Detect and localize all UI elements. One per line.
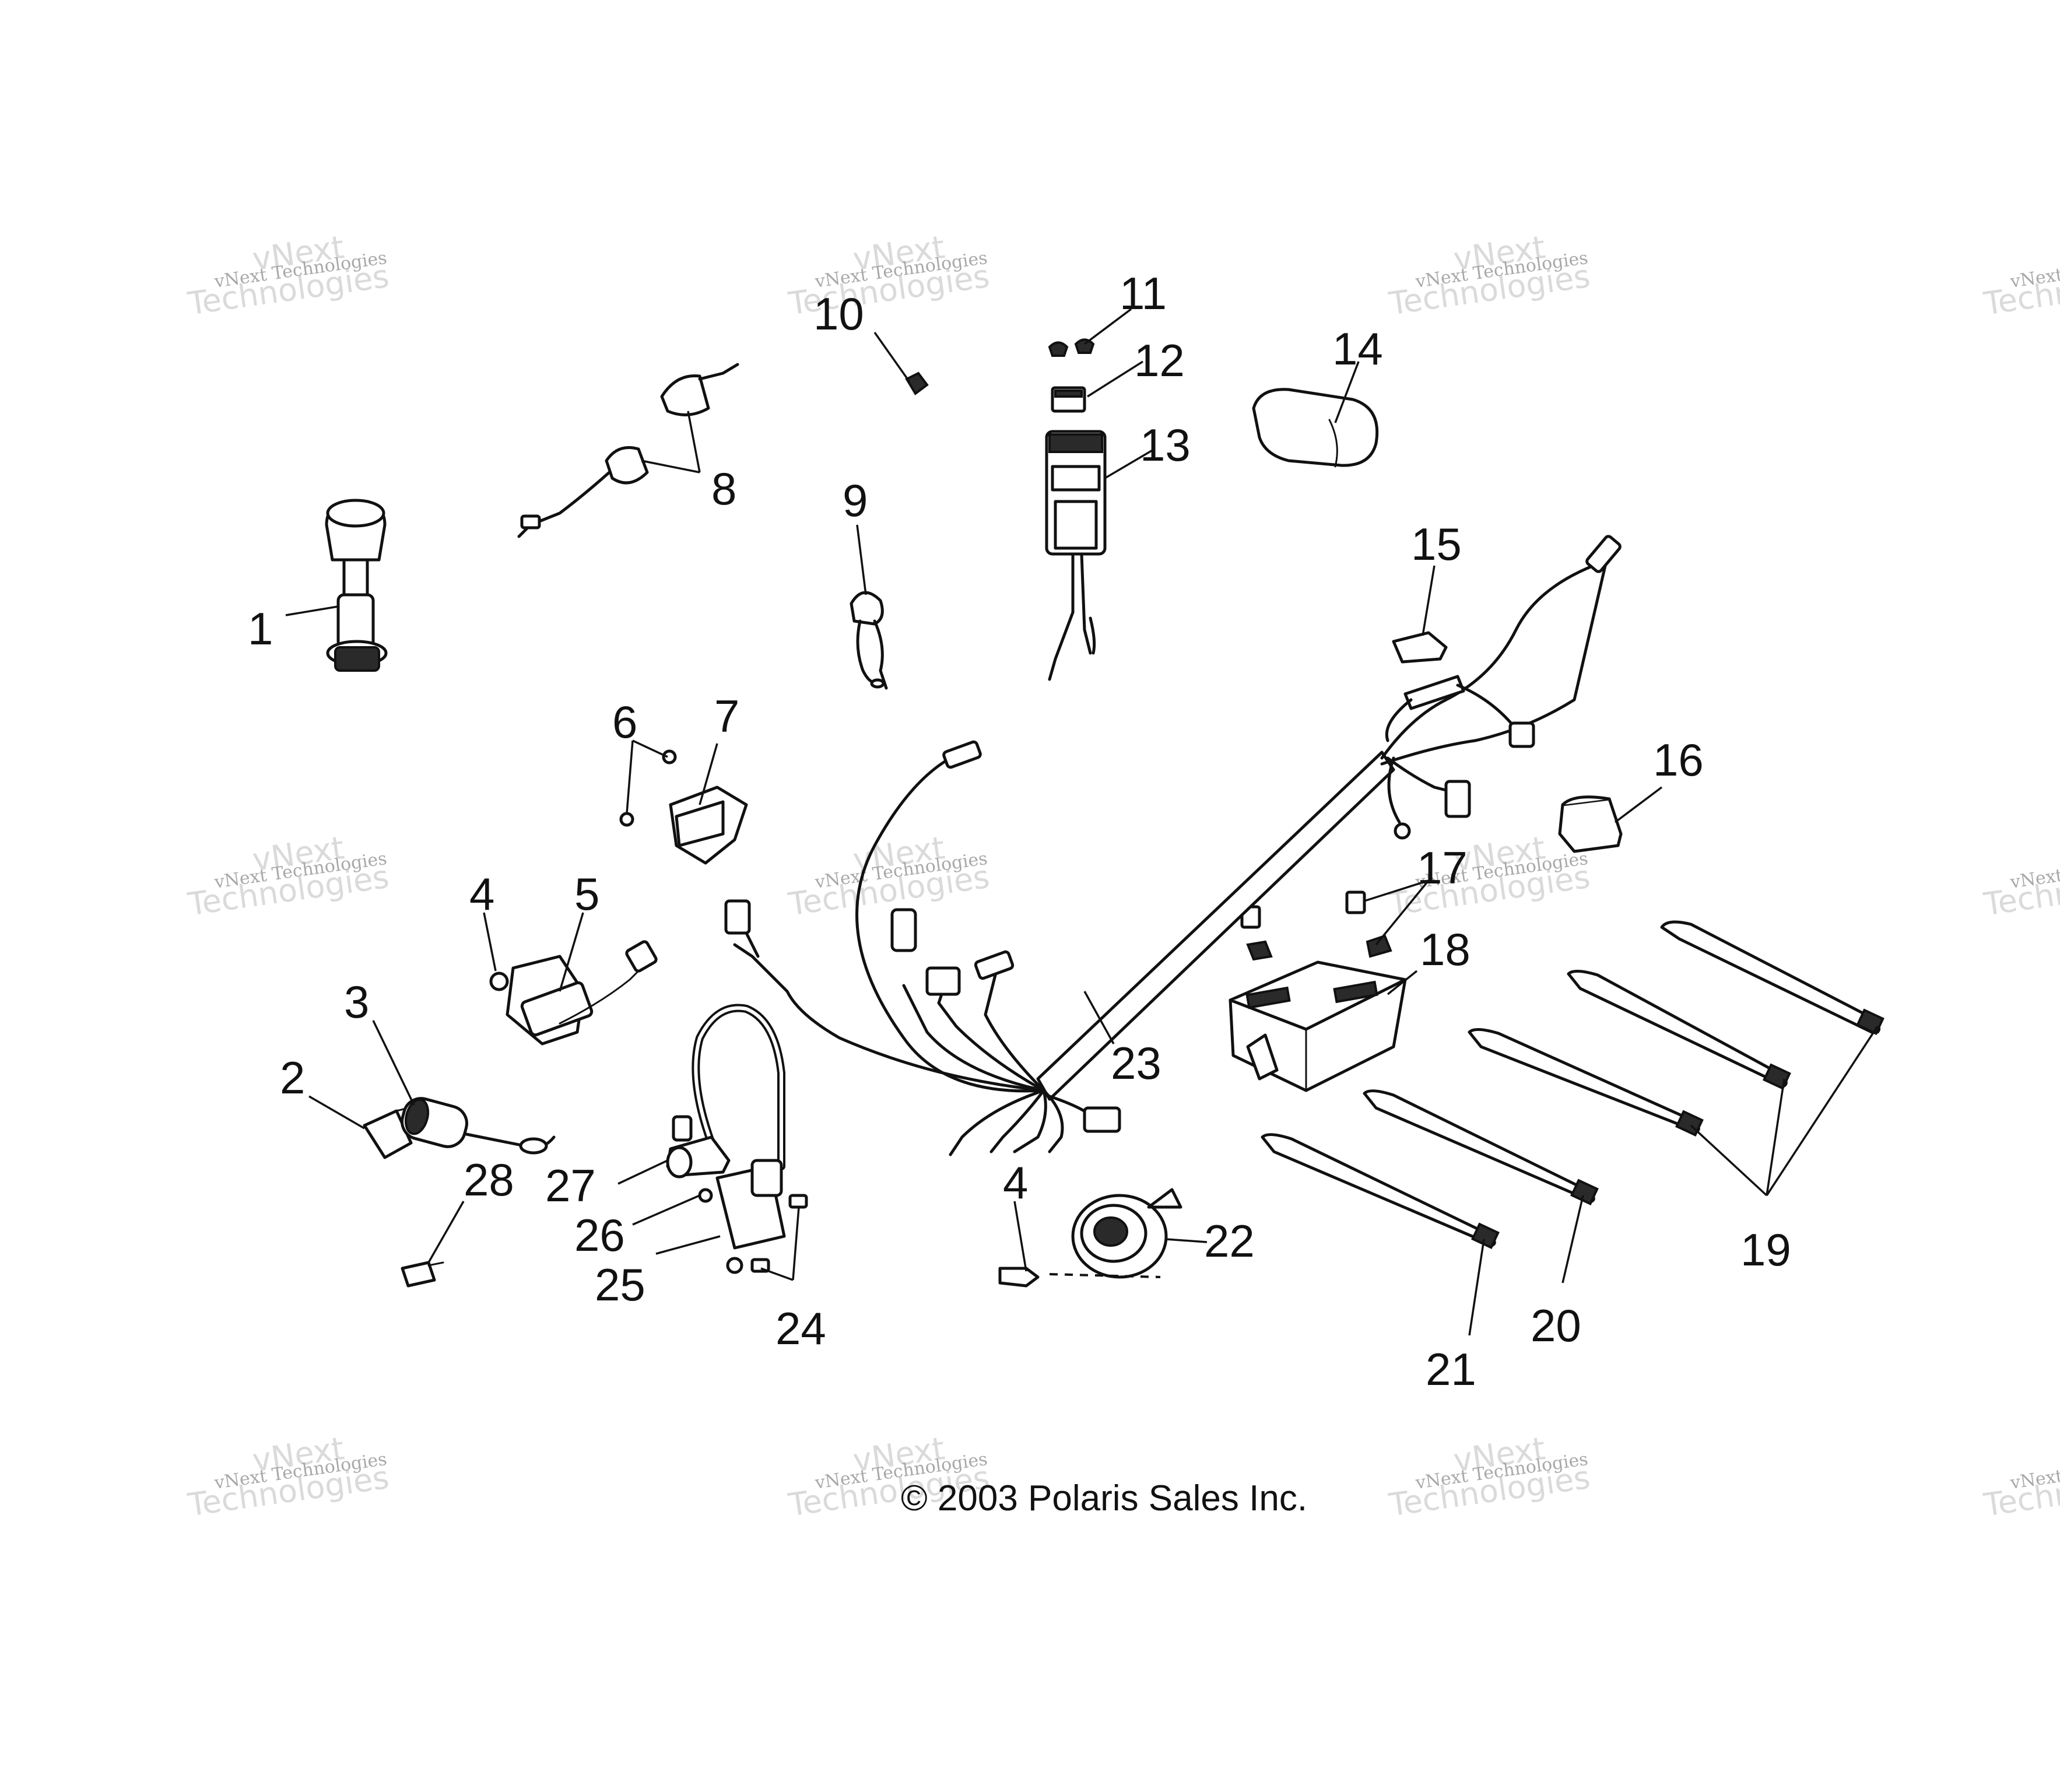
part-5-relay-bracket <box>489 940 658 1046</box>
callout-6: 6 <box>612 696 637 748</box>
part-13-control-box <box>1045 430 1107 681</box>
callout-5: 5 <box>574 868 599 920</box>
watermark-small-line: vNext Technologies <box>2009 248 2060 292</box>
part-8-switch-harness <box>517 363 739 538</box>
part-19-straps <box>1468 920 1884 1137</box>
callout-17: 17 <box>1417 842 1468 893</box>
callout-4-bracket: 4 <box>469 868 494 920</box>
part-9-lamp <box>850 591 888 690</box>
callout-12: 12 <box>1134 335 1185 386</box>
callout-22: 22 <box>1204 1215 1255 1267</box>
callout-18: 18 <box>1420 924 1471 975</box>
watermark: Technologies vNext vNext Technologies <box>1387 1430 1592 1524</box>
part-1-key-switch <box>325 499 388 672</box>
part-22-horn <box>998 1188 1182 1288</box>
callout-3: 3 <box>344 976 369 1027</box>
watermark: Technologies vNext vNext Technologies <box>786 229 992 322</box>
part-3-switch <box>401 1097 556 1155</box>
part-15-clip <box>1392 631 1448 664</box>
callout-26: 26 <box>574 1209 625 1261</box>
part-7-regulator <box>619 749 748 865</box>
watermark: Technologies vNext vNext Technologies <box>185 229 391 322</box>
watermark: Technologies vNext Technologies <box>1981 1449 2060 1524</box>
callout-21: 21 <box>1426 1344 1476 1395</box>
part-26-washer <box>698 1188 713 1203</box>
callout-9: 9 <box>843 475 868 526</box>
callout-2: 2 <box>280 1052 305 1103</box>
callout-15: 15 <box>1411 518 1462 570</box>
callout-13: 13 <box>1140 419 1191 471</box>
callout-16: 16 <box>1653 734 1704 785</box>
watermark-layer: Technologies vNext vNext Technologies Te… <box>185 229 2060 1524</box>
callout-25: 25 <box>595 1259 645 1310</box>
part-14-cover <box>1252 388 1379 468</box>
part-25-ignition-coil <box>715 1159 786 1274</box>
watermark-small-line: vNext Technologies <box>2009 1449 2060 1493</box>
watermark: Technologies vNext Technologies <box>1981 848 2060 923</box>
callout-1: 1 <box>248 603 273 654</box>
callout-14: 14 <box>1332 323 1383 374</box>
leader-lines <box>285 308 1879 1336</box>
part-18-battery <box>1229 960 1407 1092</box>
callout-10: 10 <box>813 288 864 339</box>
callout-23: 23 <box>1111 1037 1161 1089</box>
part-17-battery-terminals <box>1240 890 1392 961</box>
part-10-bulb <box>905 371 929 395</box>
callout-28: 28 <box>464 1154 514 1205</box>
part-20-strap <box>1363 1089 1599 1205</box>
part-28-key <box>401 1261 444 1288</box>
callout-7: 7 <box>714 690 739 742</box>
callout-11: 11 <box>1120 268 1167 319</box>
part-27-spark-plug-cap <box>666 1004 785 1179</box>
watermark: Technologies vNext vNext Technologies <box>1387 229 1592 322</box>
watermark: Technologies vNext Technologies <box>1981 248 2060 322</box>
part-12-connector <box>1051 386 1086 413</box>
watermark: Technologies vNext vNext Technologies <box>185 829 391 923</box>
watermark: Technologies vNext vNext Technologies <box>1387 829 1592 923</box>
callout-4-horn: 4 <box>1003 1157 1028 1208</box>
callout-20: 20 <box>1531 1300 1581 1351</box>
part-23-wire-harness <box>724 535 1622 1156</box>
part-16-relay <box>1558 795 1623 853</box>
watermark: Technologies vNext vNext Technologies <box>185 1430 391 1524</box>
callout-19: 19 <box>1740 1224 1791 1275</box>
part-24-screws <box>750 1194 808 1273</box>
watermark-small-line: vNext Technologies <box>2009 848 2060 893</box>
callout-labels: 1 2 3 4 4 5 6 7 8 9 10 11 12 13 14 15 16… <box>248 268 1791 1395</box>
watermark: Technologies vNext vNext Technologies <box>786 829 992 923</box>
copyright-notice: © 2003 Polaris Sales Inc. <box>901 1478 1307 1519</box>
callout-27: 27 <box>545 1160 596 1211</box>
callout-8: 8 <box>711 463 736 514</box>
callout-24: 24 <box>775 1303 826 1354</box>
part-21-strap <box>1261 1133 1500 1249</box>
